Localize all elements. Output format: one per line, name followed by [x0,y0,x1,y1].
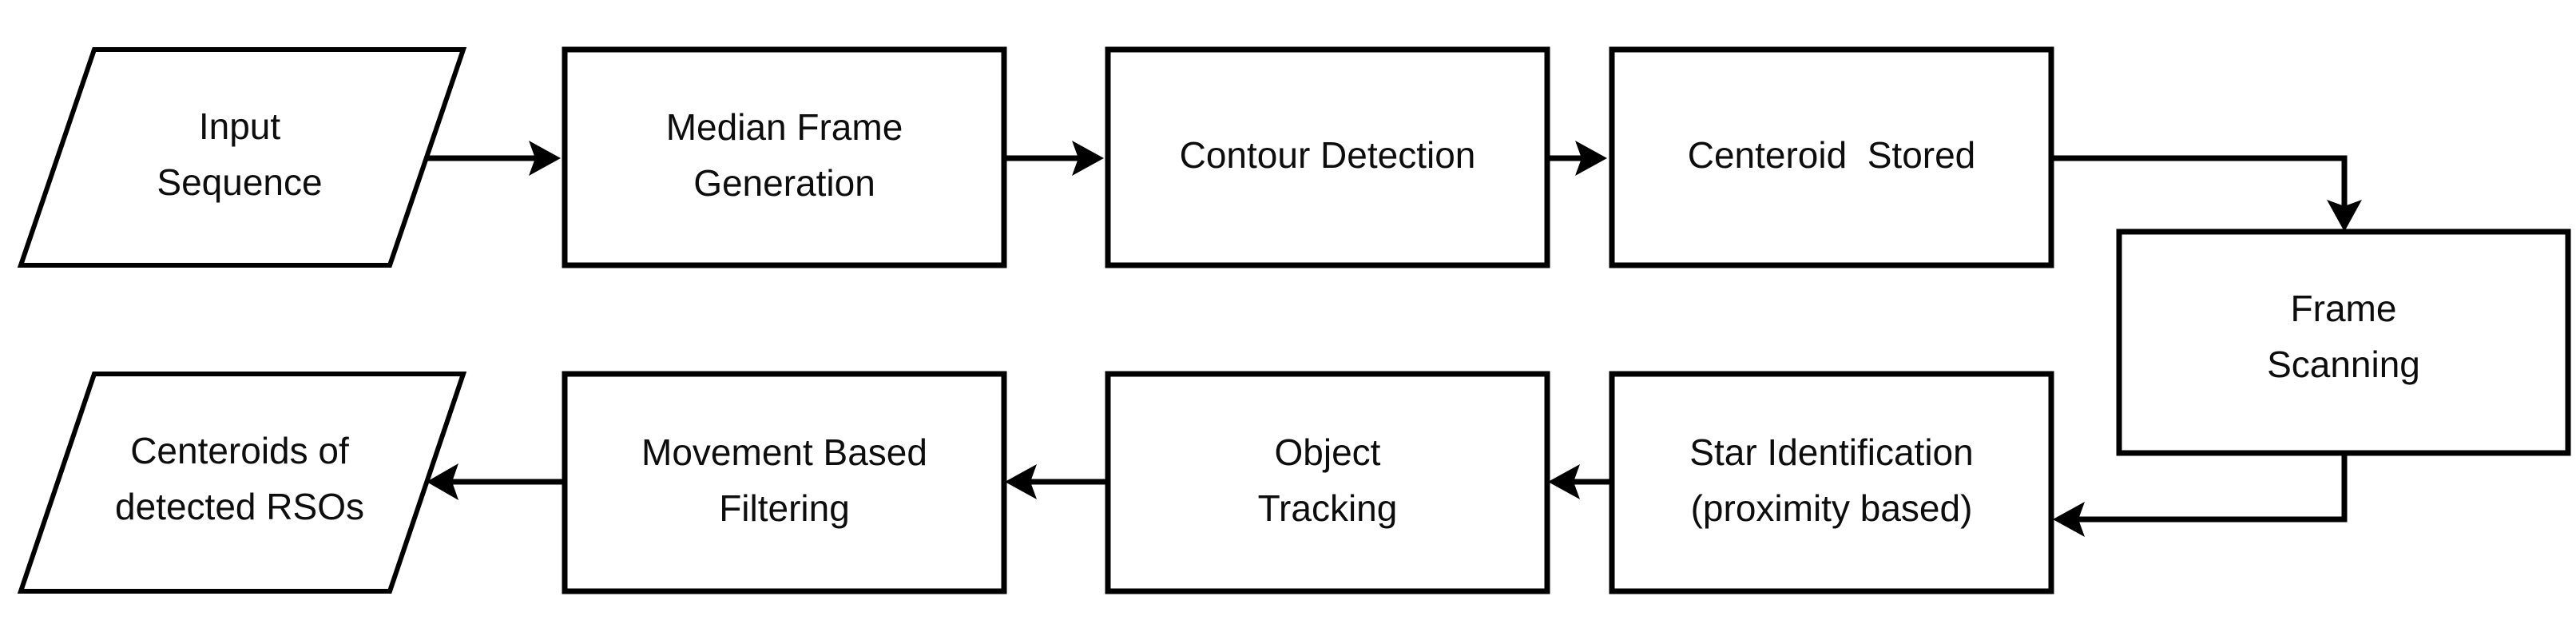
input-sequence-label-line2: Sequence [157,161,322,203]
edge-object-tracking-to-movement-arrowhead [1005,464,1037,499]
edge-movement-to-output-arrowhead [427,463,458,500]
edge-movement-to-output [427,463,565,500]
edge-input-to-median [427,141,561,176]
input-sequence-shape [17,47,467,268]
movement-based-filtering-label-line2: Filtering [719,487,850,529]
input-sequence-label-line1: Input [199,105,281,147]
edge-centeroid-to-frame-scanning-line [2051,155,2348,216]
edge-contour-to-centeroid [1547,141,1607,176]
median-frame-generation-label-line2: Generation [693,162,875,204]
frame-scanning-shape [2116,229,2571,456]
frame-scanning-label-line1: Frame [2291,288,2397,329]
object-tracking-label-line1: Object [1275,431,1381,473]
movement-based-filtering-shape [562,371,1007,594]
edge-frame-scanning-to-star-line [2069,453,2348,523]
node-input-sequence[interactable]: Input Sequence [17,47,467,268]
node-median-frame-generation[interactable]: Median Frame Generation [562,46,1007,268]
node-frame-scanning[interactable]: Frame Scanning [2116,229,2571,456]
centeroids-of-detected-rsos-label-line2: detected RSOs [115,486,364,527]
contour-detection-shape [1105,46,1550,268]
movement-based-filtering-label-line1: Movement Based [641,431,927,473]
contour-detection-label-line1: Contour Detection [1180,134,1476,176]
edge-frame-scanning-to-star [2053,453,2348,537]
frame-scanning-label-line2: Scanning [2267,344,2420,385]
median-frame-generation-label-line1: Median Frame [666,106,903,148]
edge-star-to-object-tracking [1548,464,1612,499]
centeroids-of-detected-rsos-label-line1: Centeroids of [130,430,349,471]
edge-input-to-median-arrowhead [529,141,561,176]
edge-median-to-contour-arrowhead [1072,141,1104,176]
edge-centeroid-to-frame-scanning [2051,155,2362,232]
centeroids-of-detected-rsos-shape [17,372,467,594]
node-star-identification[interactable]: Star Identification (proximity based) [1609,371,2054,594]
median-frame-generation-shape [562,46,1007,268]
edge-contour-to-centeroid-arrowhead [1575,141,1607,176]
node-centeroids-of-detected-rsos[interactable]: Centeroids of detected RSOs [17,372,467,594]
centeroid-stored-label-line1: Centeroid Stored [1688,134,1976,176]
edge-object-tracking-to-movement [1005,464,1108,499]
node-movement-based-filtering[interactable]: Movement Based Filtering [562,371,1007,594]
object-tracking-shape [1105,371,1550,594]
node-contour-detection[interactable]: Contour Detection [1105,46,1550,268]
node-object-tracking[interactable]: Object Tracking [1105,371,1550,594]
node-centeroid-stored[interactable]: Centeroid Stored [1609,46,2054,268]
edge-star-to-object-tracking-arrowhead [1548,464,1580,499]
object-tracking-label-line2: Tracking [1258,487,1398,529]
star-identification-shape [1609,371,2054,594]
edge-centeroid-to-frame-scanning-arrowhead [2327,200,2362,232]
star-identification-label-line2: (proximity based) [1691,487,1973,529]
star-identification-label-line1: Star Identification [1689,431,1973,473]
edge-median-to-contour [1004,141,1104,176]
edge-frame-scanning-to-star-arrowhead [2053,502,2085,537]
